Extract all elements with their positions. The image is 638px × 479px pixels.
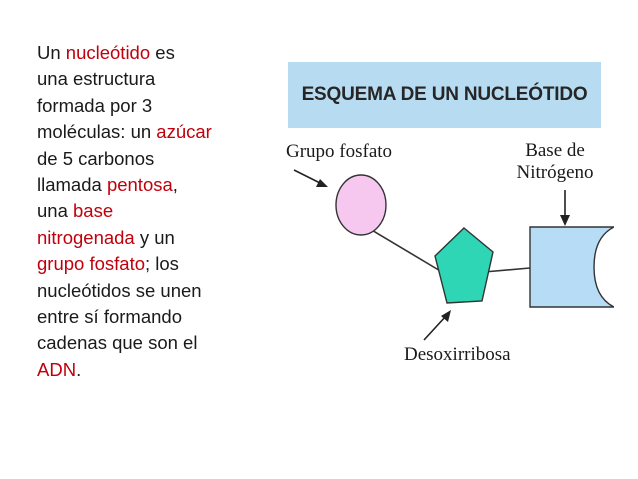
phosphate-circle <box>335 174 387 236</box>
term-grupo-fosfato: grupo fosfato <box>37 253 145 275</box>
nitrogen-base-shape <box>529 226 614 308</box>
arrow-fosfato-head <box>316 179 328 187</box>
label-grupo-fosfato: Grupo fosfato <box>286 141 393 162</box>
term-base-nitrogenada: base nitrogenada <box>37 200 135 248</box>
diagram-title: ESQUEMA DE UN NUCLEÓTIDO <box>301 84 588 105</box>
term-nucleotido: nucleótido <box>65 42 151 63</box>
label-base-line1: Base de <box>525 140 585 161</box>
description-text: Un nucleótido es una estructura formada … <box>37 40 267 383</box>
text-plain: ; los nucleótidos se unen entre sí forma… <box>37 253 202 354</box>
text-plain: de 5 carbonos llamada <box>37 147 155 196</box>
text-plain: , una <box>37 174 178 222</box>
term-pentosa: pentosa <box>106 174 173 196</box>
label-desoxirribosa: Desoxirribosa <box>404 344 511 365</box>
arrow-pentosa-head <box>441 310 451 322</box>
nucleotide-diagram: ESQUEMA DE UN NUCLEÓTIDO Grupo fosfato <box>272 40 614 390</box>
text-plain: es una estructura formada por 3 molécula… <box>37 42 175 143</box>
arrow-fosfato-line <box>293 169 323 185</box>
text-plain: . <box>76 358 82 380</box>
text-plain: Un <box>37 42 66 63</box>
sugar-base-bond <box>483 267 531 273</box>
text-plain: y un <box>139 226 175 248</box>
term-adn: ADN <box>37 358 77 380</box>
pentose-pentagon <box>434 227 494 304</box>
label-base-line2: Nitrógeno <box>516 162 594 183</box>
arrow-base-head <box>560 215 570 226</box>
diagram-title-banner <box>288 62 601 128</box>
arrow-pentosa-line <box>423 315 447 341</box>
term-azucar: azúcar <box>156 121 212 143</box>
diagram-shapes <box>293 169 614 341</box>
label-base-nitrogeno: Base de Nitrógeno <box>510 140 600 184</box>
